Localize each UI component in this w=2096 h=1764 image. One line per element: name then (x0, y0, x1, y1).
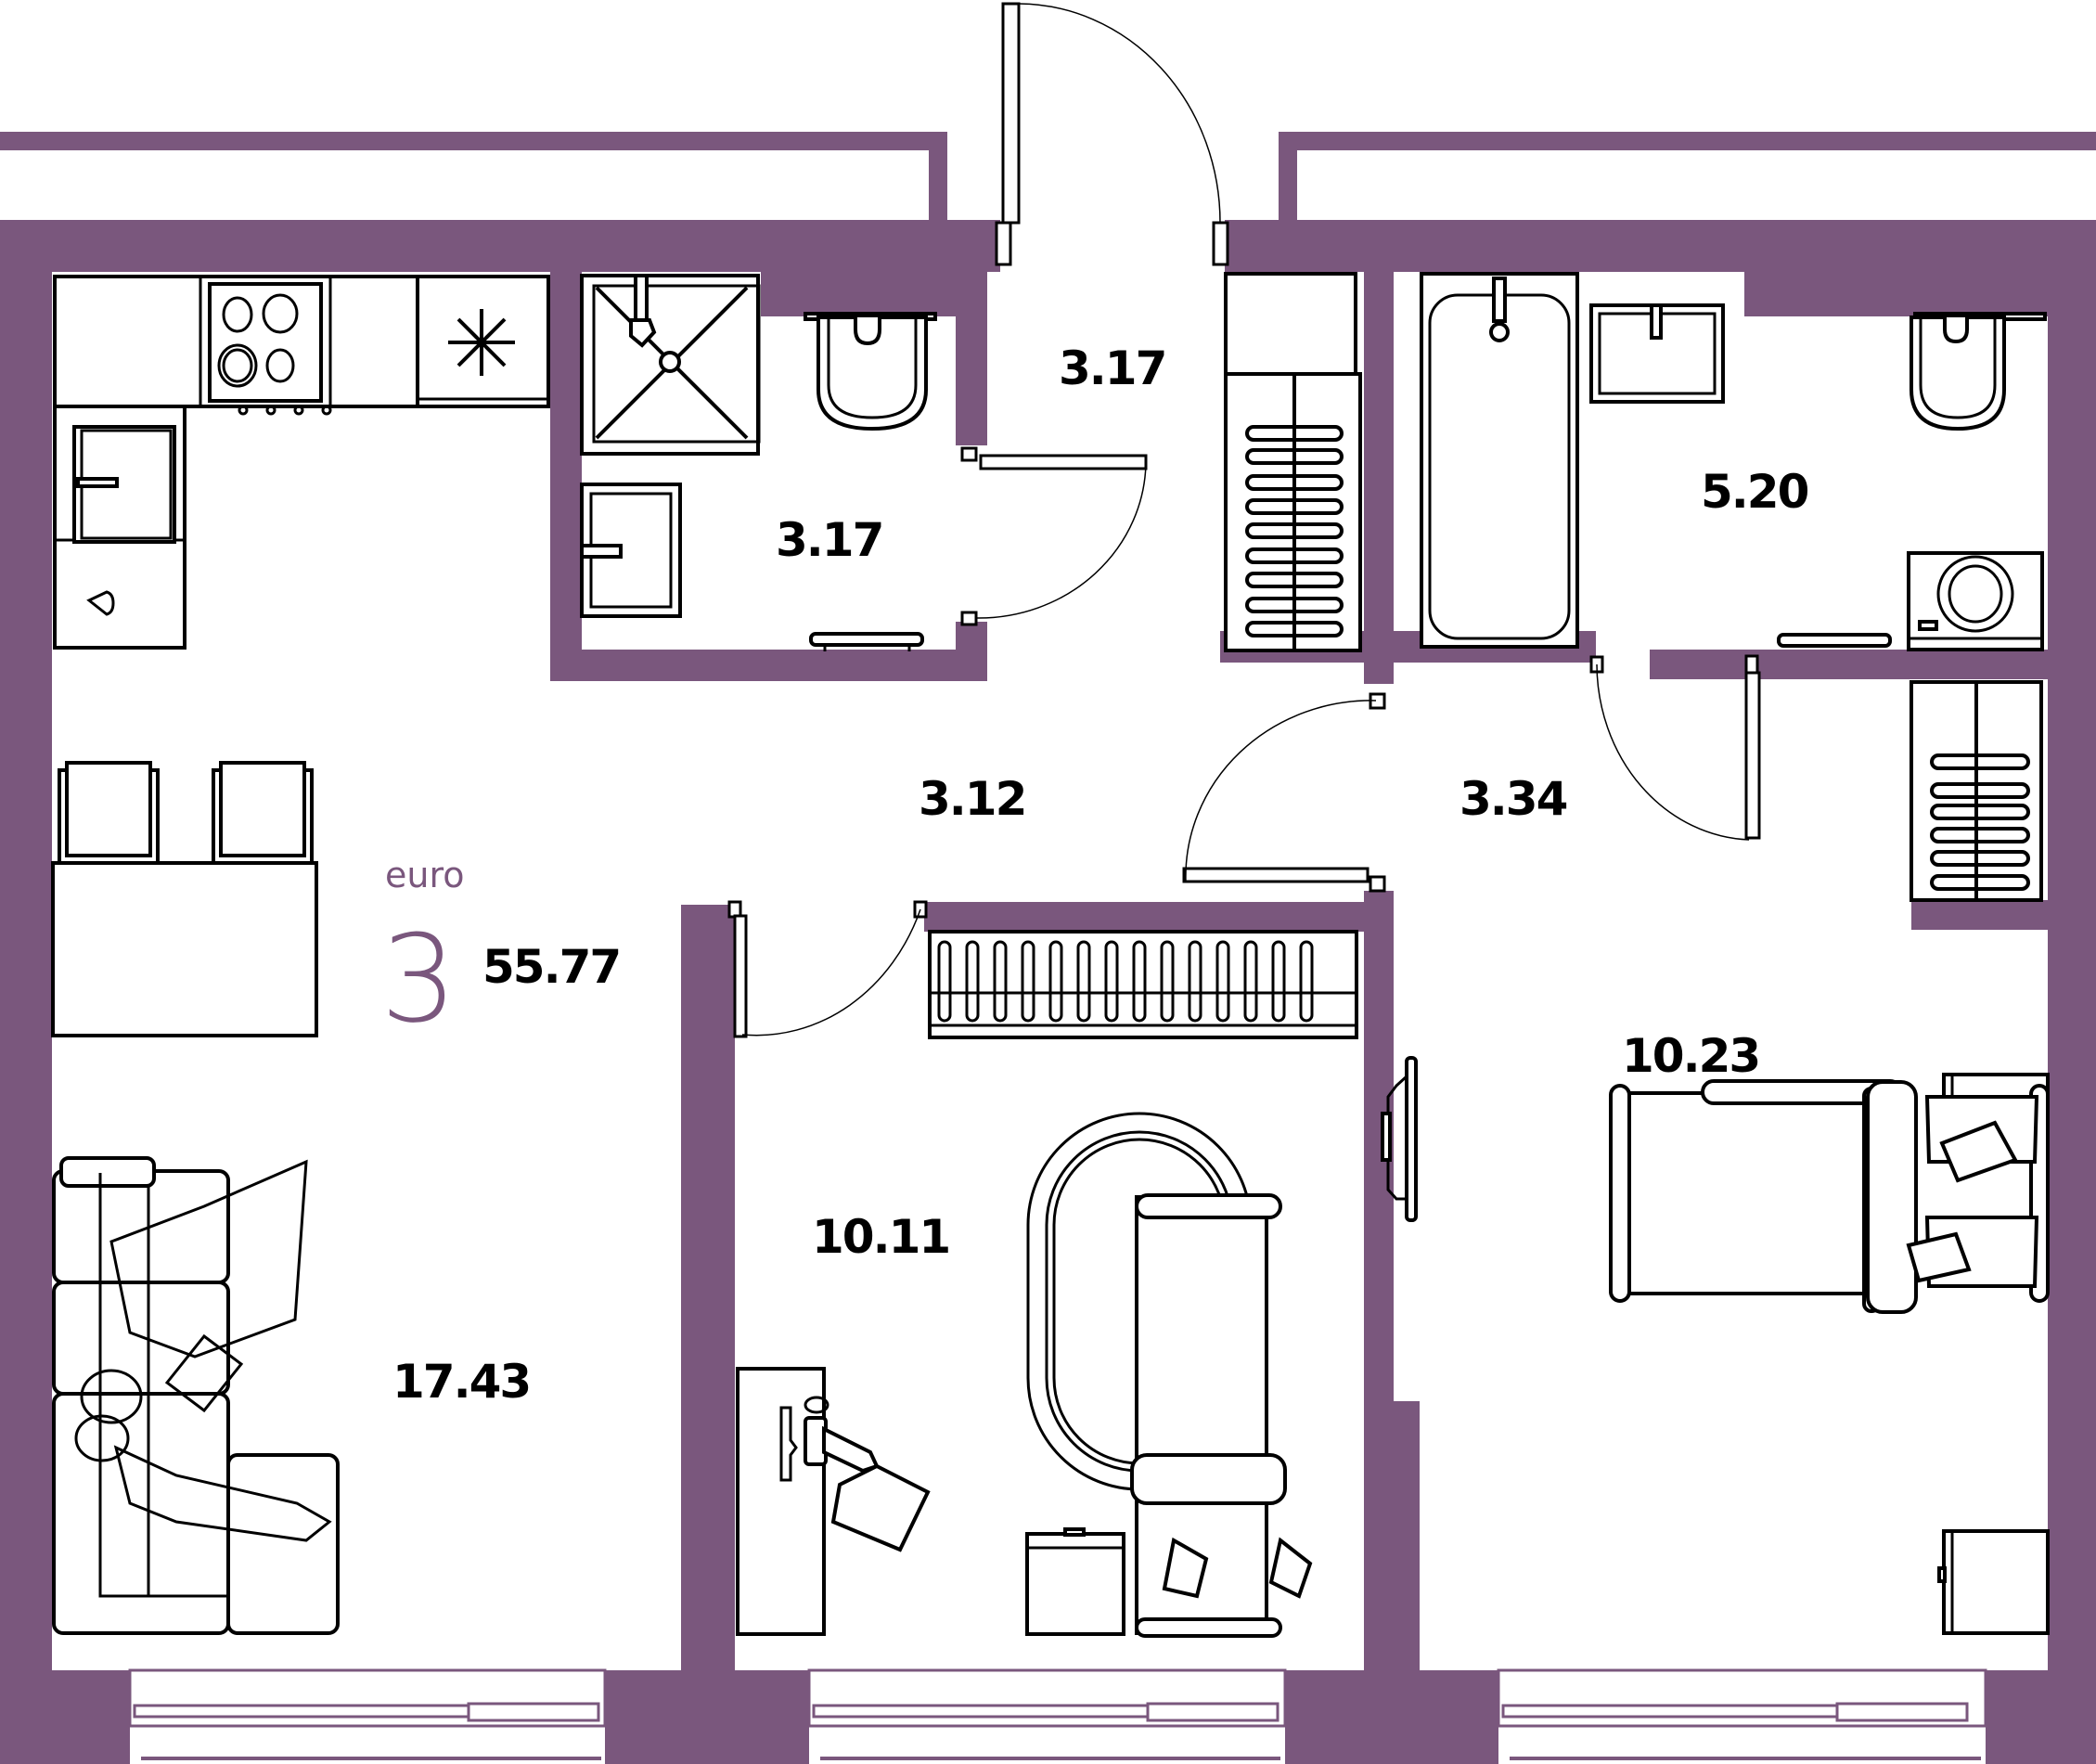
people-on-sofa (74, 1159, 332, 1542)
area-kitchen-living: 17.43 (392, 1355, 532, 1409)
dishwasher-icon (86, 590, 115, 616)
bed-icon (1130, 1193, 1313, 1638)
washing-machine-icon (1907, 551, 2044, 651)
area-bedroom-2: 10.23 (1622, 1029, 1761, 1083)
shower-tray-icon (580, 274, 761, 456)
area-bathroom: 5.20 (1701, 465, 1809, 519)
wardrobe-icon (928, 930, 1358, 1039)
snowflake-icon (416, 275, 550, 408)
entry-door (995, 2, 1229, 266)
area-corridor: 3.34 (1459, 772, 1568, 826)
area-entry-vestibule: 3.17 (1059, 341, 1167, 395)
door-bathroom (1589, 654, 1761, 841)
window-bedroom-2 (1497, 1668, 1987, 1760)
towel-rail-icon (1777, 633, 1892, 648)
area-shower-room: 3.17 (776, 513, 884, 567)
door-shower-room (960, 446, 1148, 626)
sink-icon (1589, 303, 1725, 404)
wardrobe-icon (1910, 680, 2043, 902)
area-bedroom-1: 10.11 (812, 1210, 951, 1264)
wardrobe-icon (1224, 272, 1362, 652)
total-area-label: 55.77 (482, 940, 622, 994)
door-bedroom-1 (727, 900, 928, 1038)
laundry-basket (1025, 1527, 1125, 1636)
door-hall (1182, 692, 1386, 893)
cooktop-icon (208, 282, 332, 416)
area-hallway: 3.12 (919, 772, 1027, 826)
nightstand (1937, 1529, 2050, 1635)
window-bedroom-1 (807, 1668, 1287, 1760)
towel-rail-icon (809, 632, 924, 651)
toilet-icon (1910, 312, 2047, 431)
window-living (128, 1668, 607, 1760)
desk-icon (736, 1367, 829, 1636)
sofa-icon (52, 1156, 340, 1635)
chair (212, 761, 314, 865)
apartment-type-label: euro (385, 855, 465, 895)
rooms-count: 3 (380, 908, 457, 1049)
dining-table (51, 761, 318, 1037)
bed-icon (1609, 1079, 2050, 1314)
chair (58, 761, 160, 865)
tv-icon (1381, 1056, 1418, 1222)
sink-icon (580, 483, 682, 618)
sink-icon (72, 425, 176, 544)
toilet-icon (804, 312, 937, 431)
office-chair (822, 1425, 931, 1552)
bathtub-icon (1420, 272, 1579, 649)
